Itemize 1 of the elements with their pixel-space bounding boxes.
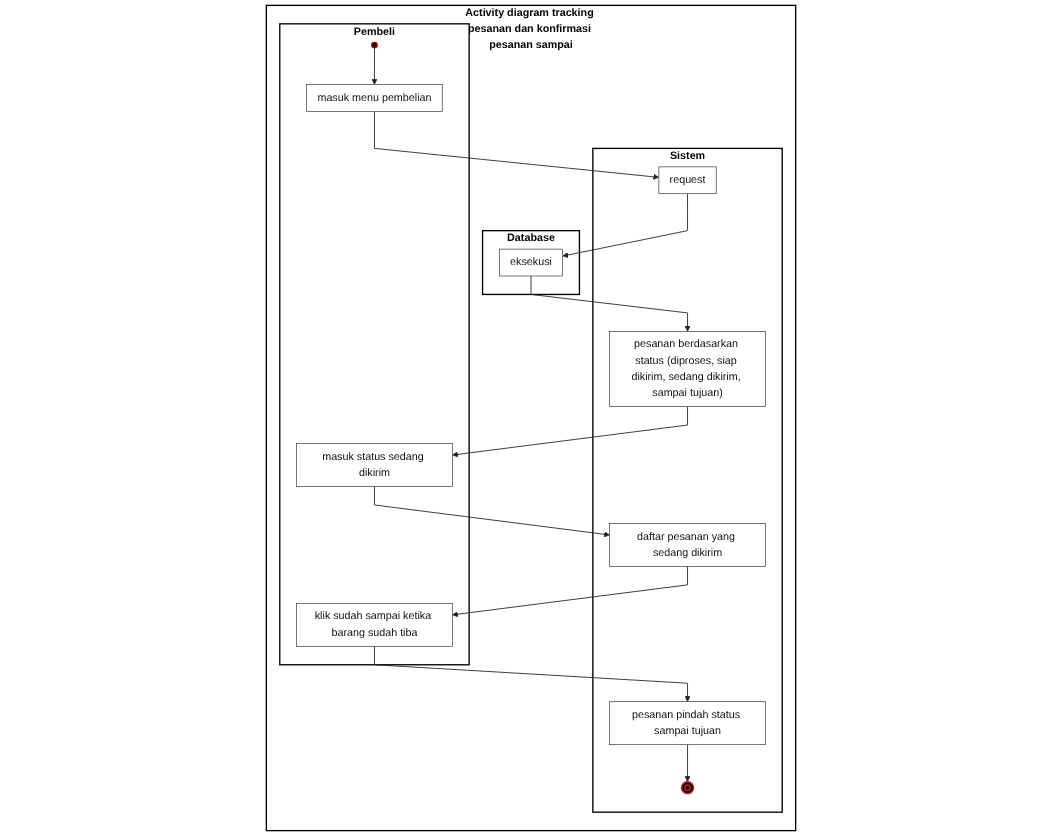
node-circle xyxy=(371,41,378,49)
